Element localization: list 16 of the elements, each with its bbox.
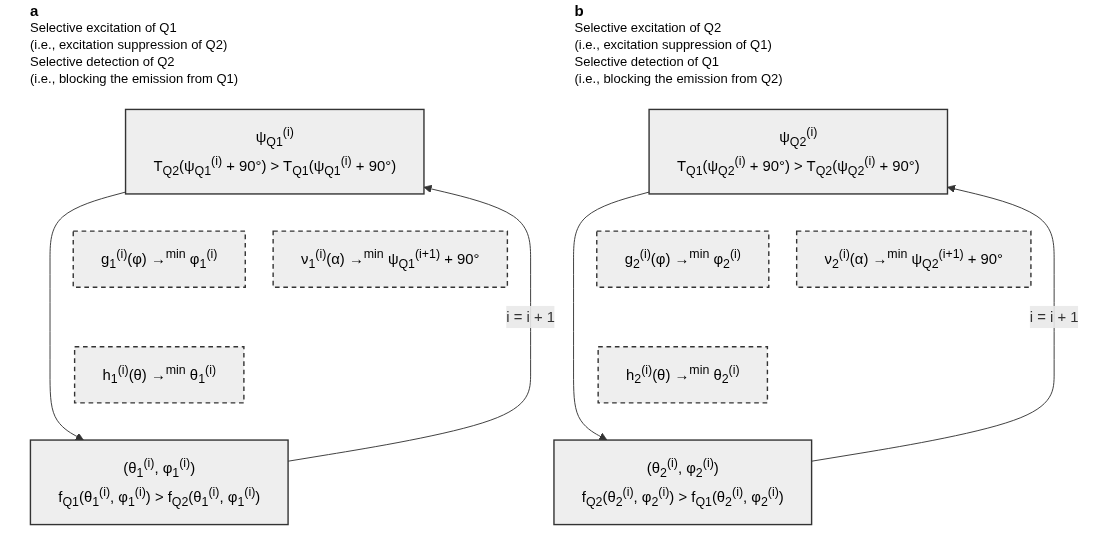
- note-text: Selective excitation of Q2: [574, 19, 723, 36]
- node-box: ν$_{1}$$^{(i)}$(α) →$^{min}$ ψ$_{Q1}$$^{(i+1)}$ + 90°: [272, 230, 509, 288]
- note-text: (i.e., excitation suppression of Q1): [574, 36, 773, 53]
- note-text: Selective detection of Q1: [574, 53, 721, 70]
- node-box: (θ$_{2}$$^{(i)}$, φ$_{2}$$^{(i)}$) f$_{Q2}$(θ$_{2}$$^{(i)}$, φ$_{2}$$^{(i)}$) > f$_{Q1}$(θ$_{2}$$^{(i)}$, φ$_{2}$$^{(i)}$): [553, 439, 813, 526]
- node-box: (θ$_{1}$$^{(i)}$, φ$_{1}$$^{(i)}$) f$_{Q1}$(θ$_{1}$$^{(i)}$, φ$_{1}$$^{(i)}$) > f$_{Q2}$(θ$_{1}$$^{(i)}$, φ$_{1}$$^{(i)}$): [29, 439, 289, 526]
- panel-letter: a: [30, 2, 40, 19]
- node-box: ν$_{2}$$^{(i)}$(α) →$^{min}$ ψ$_{Q2}$$^{(i+1)}$ + 90°: [796, 230, 1032, 288]
- note-text: Selective detection of Q2: [30, 53, 176, 70]
- note-text: (i.e., blocking the emission from Q1): [30, 70, 240, 87]
- edge-label: i = i + 1: [506, 308, 556, 325]
- panel-letter: b: [574, 2, 585, 19]
- note-text: Selective excitation of Q1: [30, 19, 178, 36]
- edge-label: i = i + 1: [1029, 308, 1079, 325]
- note-text: (i.e., blocking the emission from Q2): [574, 70, 784, 87]
- note-text: (i.e., excitation suppression of Q2): [30, 36, 229, 53]
